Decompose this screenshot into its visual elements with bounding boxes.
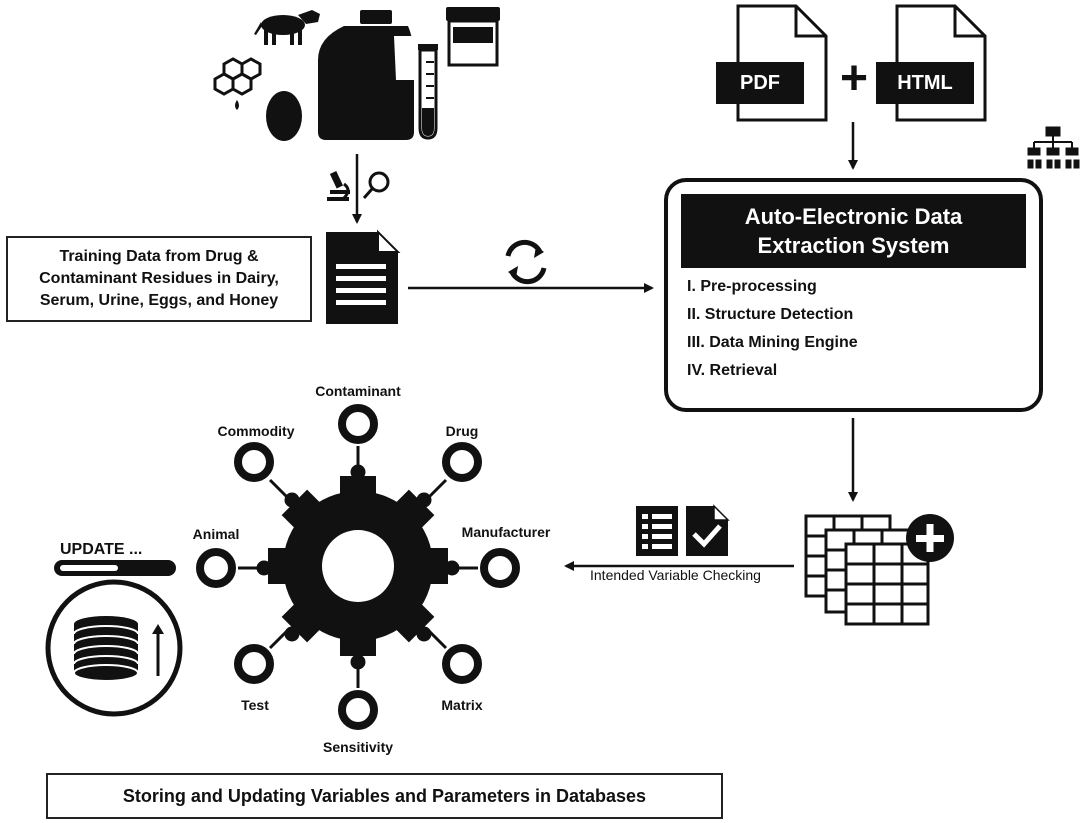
html-label: HTML xyxy=(876,62,974,104)
variable-spokes xyxy=(196,404,520,730)
label-matrix: Matrix xyxy=(441,697,483,713)
label-commodity: Commodity xyxy=(217,423,295,439)
step-preprocessing: I. Pre-processing xyxy=(687,278,817,295)
training-line-1: Training Data from Drug & xyxy=(59,248,259,265)
system-title-line-1: Auto-Electronic Data xyxy=(744,204,963,229)
label-manufacturer: Manufacturer xyxy=(461,524,551,540)
system-title-line-2: Extraction System xyxy=(757,233,950,258)
step-data-mining-engine: III. Data Mining Engine xyxy=(687,334,858,351)
label-test: Test xyxy=(241,697,269,713)
specimen-jar-icon xyxy=(446,7,500,67)
pdf-label: PDF xyxy=(716,62,804,104)
test-tube-icon xyxy=(418,44,438,140)
hierarchy-icon xyxy=(1027,126,1080,169)
refresh-icon xyxy=(505,239,547,285)
label-animal: Animal xyxy=(192,526,240,542)
step-structure-detection: II. Structure Detection xyxy=(687,306,854,323)
footer-box: Storing and Updating Variables and Param… xyxy=(46,773,723,819)
microscope-icon xyxy=(327,171,350,201)
training-data-box: Training Data from Drug & Contaminant Re… xyxy=(6,236,312,322)
step-retrieval: IV. Retrieval xyxy=(687,362,778,379)
label-contaminant: Contaminant xyxy=(315,383,401,399)
egg-icon xyxy=(266,91,302,141)
checking-label: Intended Variable Checking xyxy=(590,567,761,583)
milk-jug-icon xyxy=(318,10,414,140)
training-line-3: Serum, Urine, Eggs, and Honey xyxy=(39,292,279,309)
cow-icon xyxy=(254,10,320,45)
table-stack-icon xyxy=(804,514,930,626)
document-icon xyxy=(326,229,401,324)
update-progress-bar xyxy=(54,560,176,576)
magnifier-icon xyxy=(362,171,390,199)
training-line-2: Contaminant Residues in Dairy, xyxy=(39,270,279,287)
checklist-icon xyxy=(636,506,678,556)
plus-circle-icon xyxy=(906,514,954,562)
honeycomb-icon xyxy=(213,57,262,110)
training-data-text: Training Data from Drug & Contaminant Re… xyxy=(39,246,279,312)
label-sensitivity: Sensitivity xyxy=(322,739,394,755)
label-drug: Drug xyxy=(445,423,479,439)
database-icon xyxy=(45,579,183,717)
update-label: UPDATE ... xyxy=(60,541,143,558)
gear-icon xyxy=(268,476,448,656)
plus-sign: + xyxy=(839,52,869,105)
footer-text: Storing and Updating Variables and Param… xyxy=(122,785,647,806)
checked-document-icon xyxy=(686,504,730,556)
extraction-system-title: Auto-Electronic Data Extraction System xyxy=(681,194,1026,268)
